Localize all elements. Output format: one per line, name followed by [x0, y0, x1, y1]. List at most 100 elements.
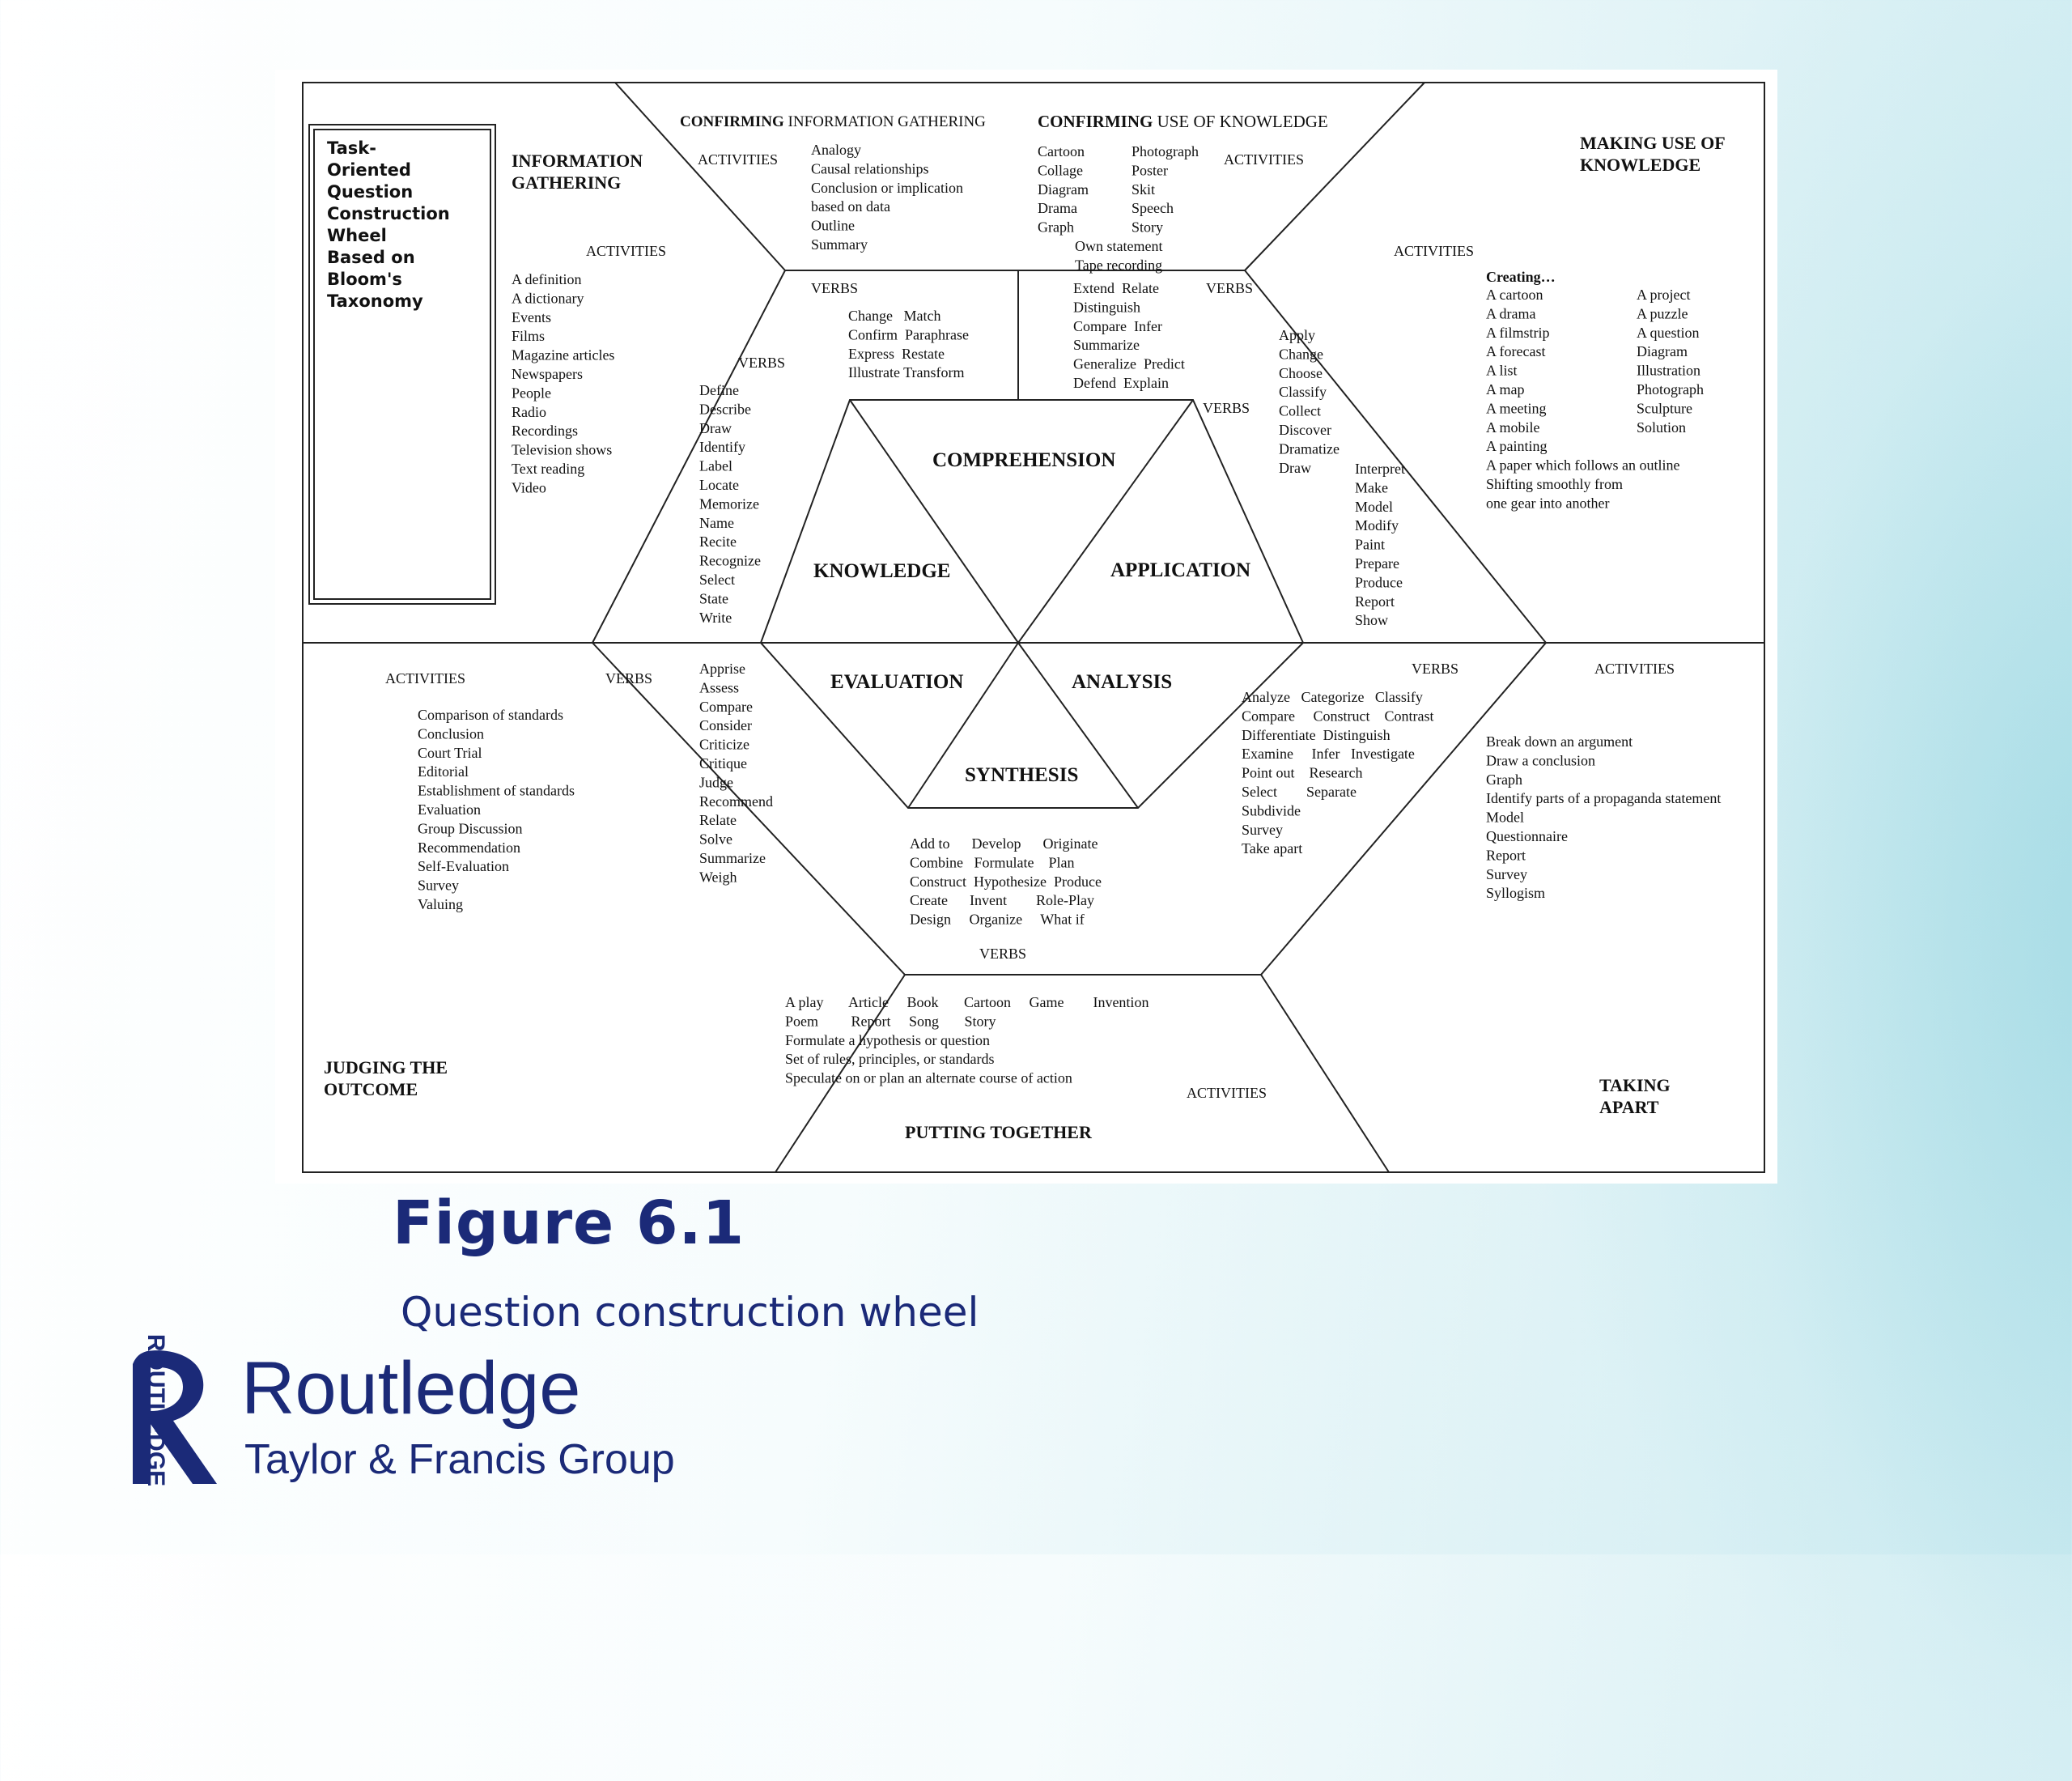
list-line: Distinguish [1073, 299, 1140, 315]
list-line: A puzzle [1637, 305, 1688, 321]
list-line: Graph [1486, 771, 1522, 788]
list-line: Report [1355, 593, 1395, 610]
label-activities-putting: ACTIVITIES [1187, 1085, 1267, 1101]
list-line: Solution [1637, 419, 1686, 436]
list-line: Design Organize What if [910, 912, 1085, 928]
list-line: Create Invent Role-Play [910, 892, 1094, 908]
label-activities-making: ACTIVITIES [1394, 243, 1474, 259]
list-line: Select [699, 572, 735, 588]
figure-title: Figure 6.1 [393, 1188, 745, 1258]
task-line-1: Task- [327, 138, 376, 158]
task-line-8: Taxonomy [327, 291, 423, 311]
list-line: Name [699, 515, 734, 531]
list-line: Survey [1242, 822, 1283, 838]
list-line: Tape recording [1075, 257, 1162, 273]
list-line: Locate [699, 477, 739, 493]
list-line: Magazine articles [512, 347, 614, 363]
list-line: Recite [699, 533, 737, 550]
list-line: Diagram [1038, 181, 1089, 198]
list-line: Discover [1279, 422, 1331, 438]
list-line: Paint [1355, 537, 1385, 553]
list-line: A play Article Book Cartoon Game Inventi… [785, 994, 1149, 1010]
list-line: Group Discussion [418, 820, 523, 836]
list-line: Sculpture [1637, 400, 1692, 416]
list-line: Formulate a hypothesis or question [785, 1032, 990, 1048]
label-activities-confirm-use: ACTIVITIES [1224, 151, 1304, 168]
list-line: Show [1355, 612, 1388, 628]
list-line: Dramatize [1279, 440, 1340, 457]
list-line: Recommend [699, 793, 773, 810]
list-line: Change [1279, 346, 1323, 362]
list-line: Editorial [418, 763, 469, 780]
list-line: Solve [699, 831, 732, 848]
label-verbs-knowledge: VERBS [738, 355, 785, 371]
list-line: Classify [1279, 384, 1327, 400]
list-line: Judge [699, 774, 733, 790]
list-line: Recognize [699, 553, 761, 569]
list-line: Photograph [1637, 381, 1704, 397]
title-putting-together: PUTTING TOGETHER [905, 1122, 1093, 1142]
title-judging-2: OUTCOME [324, 1079, 418, 1099]
list-line: Evaluation [418, 801, 481, 818]
list-line: Story [1132, 219, 1163, 236]
list-line: Identify [699, 439, 745, 455]
inner-s-right [1017, 642, 1139, 809]
list-line: Change Match [848, 308, 940, 324]
label-activities-taking: ACTIVITIES [1594, 661, 1675, 677]
list-line: Summarize [1073, 337, 1140, 353]
task-line-5: Wheel [327, 226, 387, 245]
spoke-top-left [614, 82, 786, 271]
list-line: Television shows [512, 442, 612, 458]
label-analysis: ANALYSIS [1072, 671, 1172, 693]
label-verbs-synthesis: VERBS [979, 946, 1026, 962]
publisher-tagline: Taylor & Francis Group [244, 1436, 675, 1483]
list-line: Illustration [1637, 363, 1700, 379]
list-line: Illustrate Transform [848, 364, 965, 380]
list-line: Defend Explain [1073, 375, 1169, 391]
list-line: Choose [1279, 365, 1323, 381]
list-line: Compare Construct Contrast [1242, 708, 1433, 724]
label-comprehension: COMPREHENSION [932, 449, 1115, 471]
list-line: Draw [1279, 460, 1311, 476]
label-verbs-application: VERBS [1203, 400, 1250, 416]
list-line: Diagram [1637, 343, 1688, 359]
list-line: Confirm Paraphrase [848, 326, 969, 342]
list-line: Cartoon [1038, 143, 1085, 159]
label-synthesis: SYNTHESIS [965, 764, 1078, 786]
list-line: Report [1486, 847, 1526, 863]
publisher-name: Routledge [241, 1347, 581, 1430]
spoke-bottom-left [775, 974, 906, 1173]
spoke-bottom-right [1260, 974, 1390, 1173]
title-taking-2: APART [1599, 1097, 1659, 1117]
list-line: State [699, 590, 728, 606]
inner-a-right [1017, 399, 1194, 644]
list-line: Speculate on or plan an alternate course… [785, 1070, 1072, 1086]
list-line: Collect [1279, 403, 1321, 419]
list-line: Survey [1486, 866, 1527, 882]
list-line: Draw a conclusion [1486, 752, 1595, 768]
figure-caption: Question construction wheel [401, 1289, 979, 1336]
task-line-7: Bloom's [327, 270, 402, 289]
title-taking-1: TAKING [1599, 1075, 1671, 1095]
list-line: Compare Infer [1073, 318, 1162, 334]
list-line: Events [512, 309, 551, 325]
task-line-3: Question [327, 182, 413, 202]
list-line: Collage [1038, 162, 1083, 178]
wheel-lines [302, 82, 1765, 1173]
list-line: Summarize [699, 850, 766, 866]
list-line: People [512, 385, 551, 401]
list-line: A question [1637, 325, 1700, 341]
wheel-diagram: Task- Oriented Question Construction Whe… [275, 70, 1777, 1184]
list-putting-activities: A play Article Book Cartoon Game Inventi… [785, 994, 1149, 1086]
list-line: Assess [699, 679, 739, 695]
list-line: Consider [699, 717, 752, 733]
list-line: Model [1486, 810, 1524, 826]
list-line: Causal relationships [811, 160, 928, 176]
list-line: Newspapers [512, 366, 583, 382]
list-line: Radio [512, 404, 546, 420]
title-info-1: INFORMATION [512, 151, 643, 171]
